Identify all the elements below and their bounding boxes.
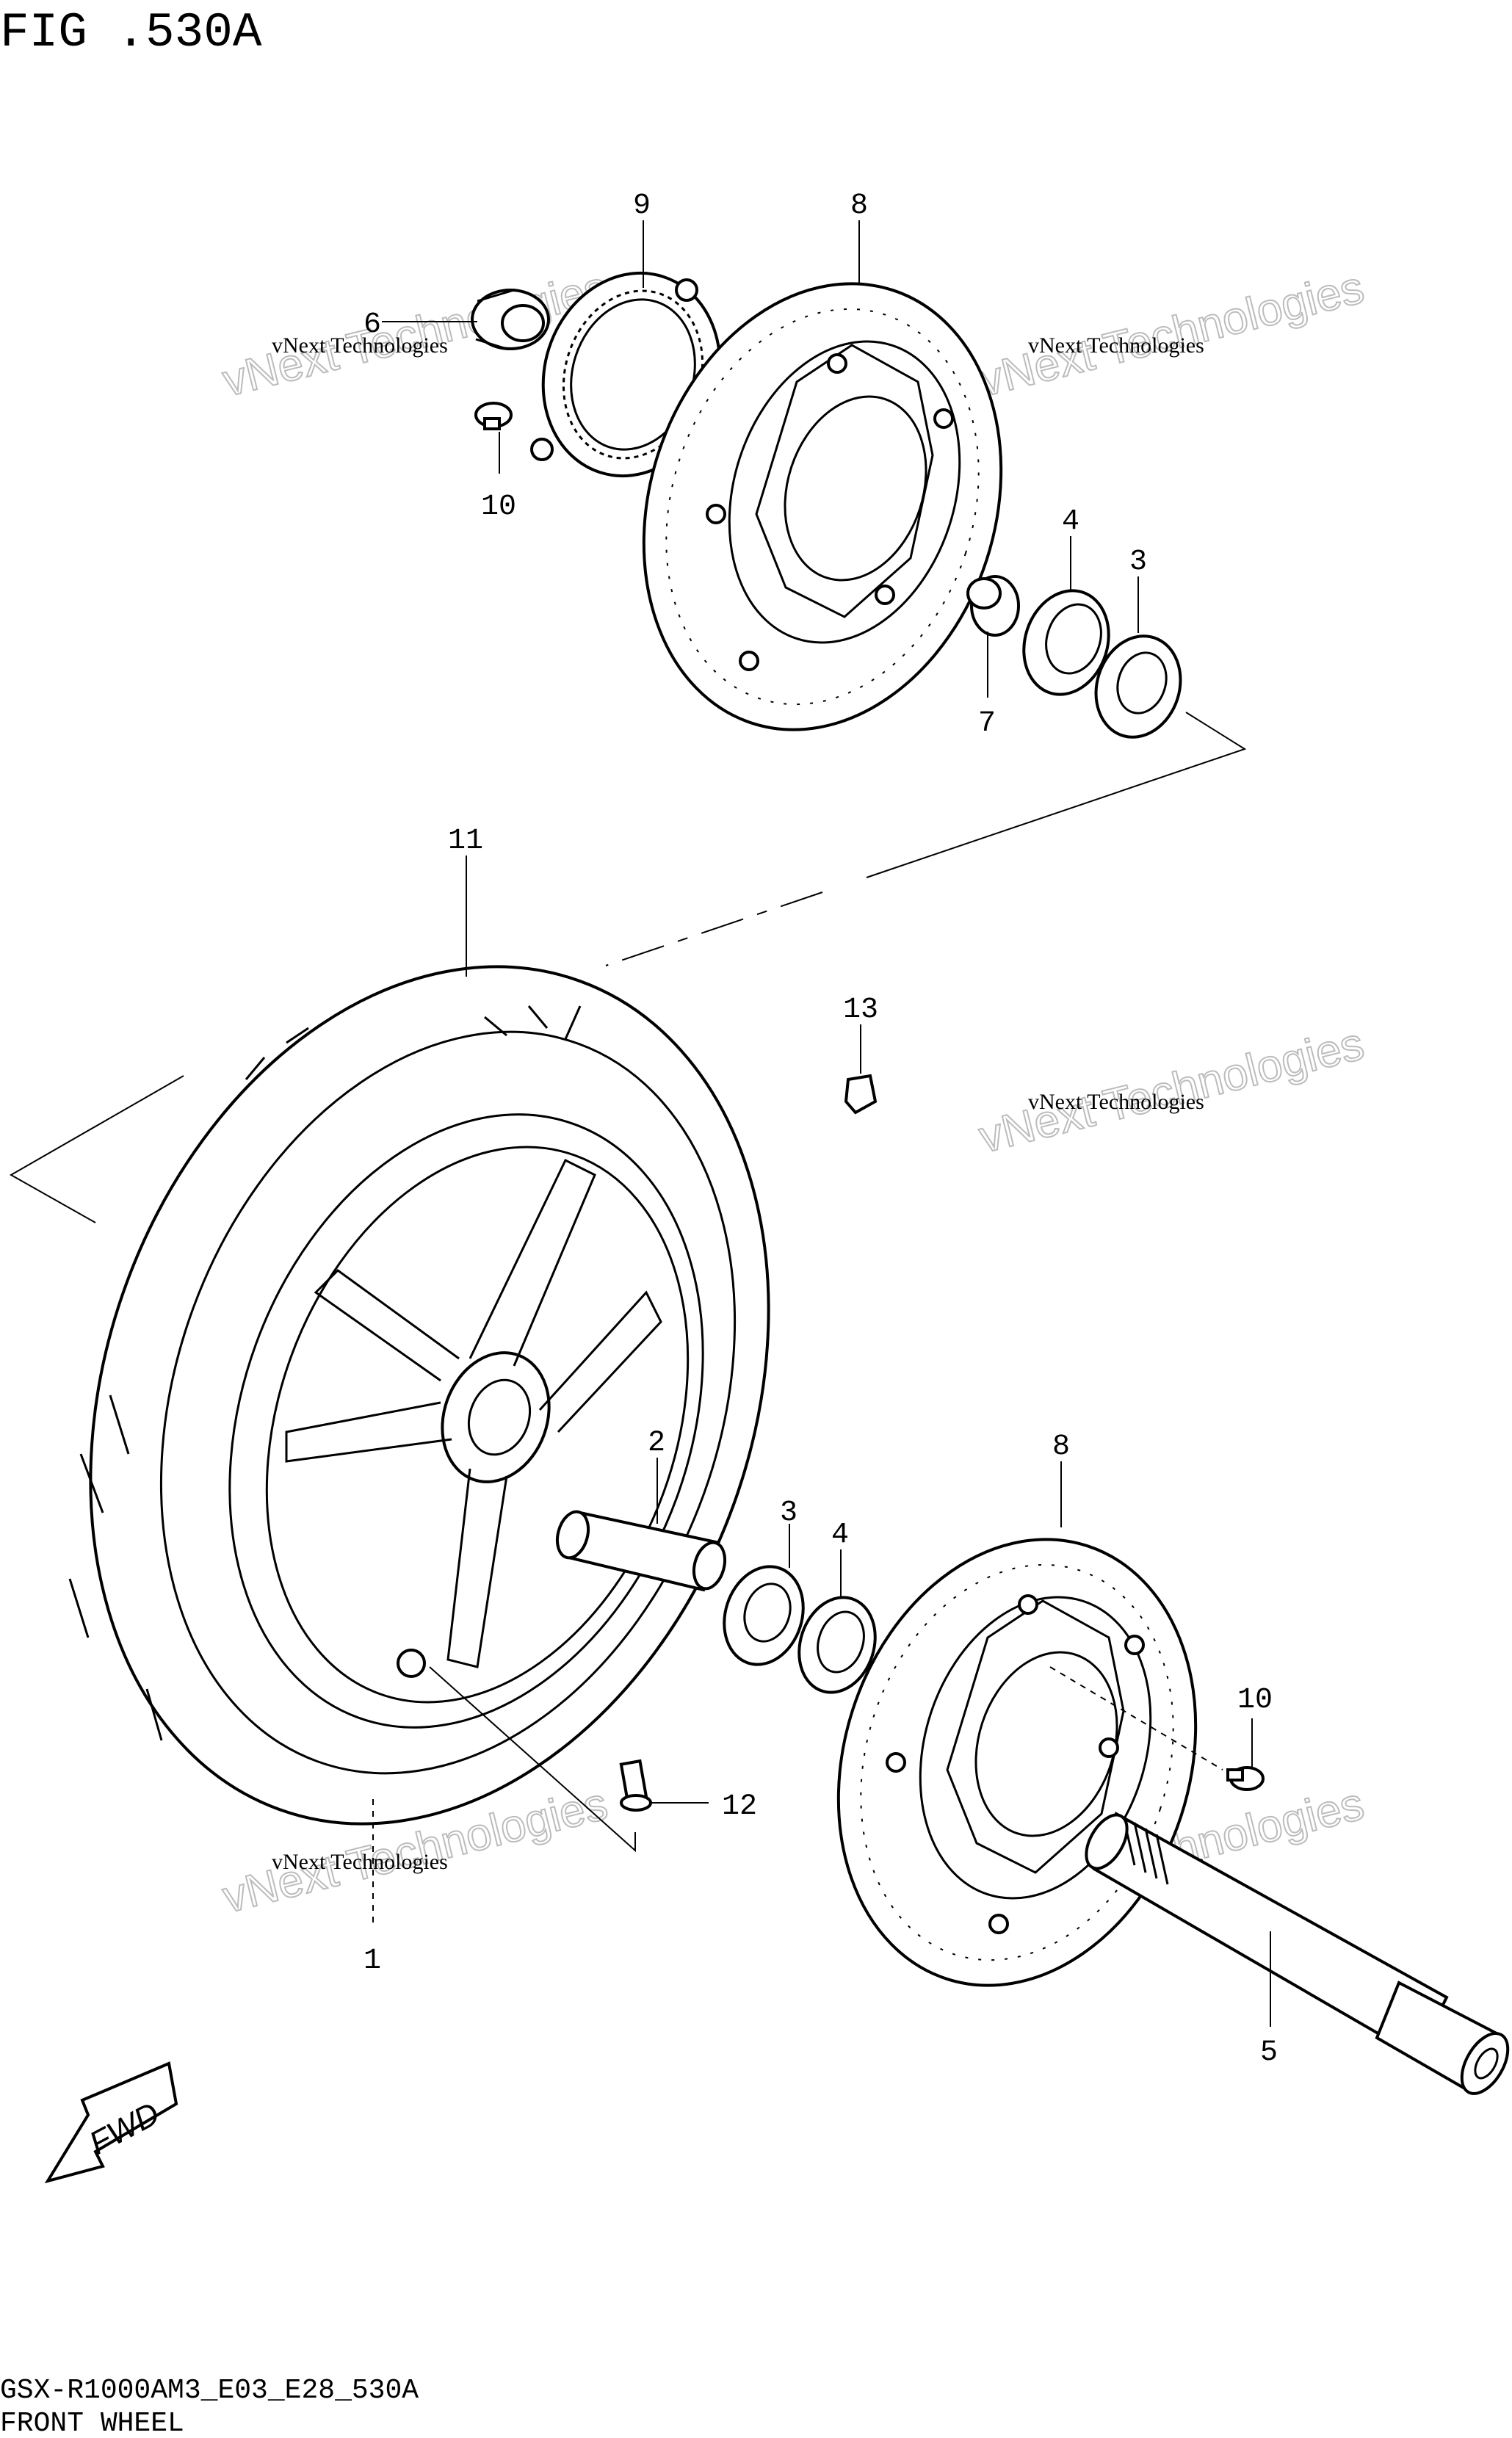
part-1-wheel-rim[interactable] — [148, 1048, 784, 1795]
footer-figure-name: FRONT WHEEL — [0, 2408, 184, 2438]
callout-9[interactable]: 9 — [633, 189, 651, 223]
part-3-bearing-lower[interactable] — [712, 1556, 816, 1674]
callout-5[interactable]: 5 — [1260, 2036, 1278, 2069]
callout-11[interactable]: 11 — [448, 825, 483, 858]
fwd-arrow-icon: FWD — [44, 2061, 178, 2184]
part-11-tire[interactable] — [0, 871, 884, 1920]
callout-4-lower[interactable]: 4 — [831, 1519, 849, 1552]
callout-12[interactable]: 12 — [722, 1790, 757, 1823]
callout-3-lower[interactable]: 3 — [780, 1497, 797, 1530]
callout-3-upper[interactable]: 3 — [1129, 546, 1147, 579]
callout-10-upper[interactable]: 10 — [481, 491, 516, 524]
assembly-line-upper — [866, 712, 1247, 878]
part-7-spacer[interactable] — [966, 575, 1020, 637]
callout-10-lower[interactable]: 10 — [1237, 1684, 1273, 1717]
callout-8-lower[interactable]: 8 — [1052, 1430, 1070, 1464]
figure-title: FIG .530A — [0, 5, 262, 60]
part-8-brake-disc-upper[interactable] — [588, 237, 1057, 777]
callout-1[interactable]: 1 — [363, 1945, 381, 1978]
callout-8-upper[interactable]: 8 — [850, 189, 868, 223]
callout-13[interactable]: 13 — [843, 994, 878, 1027]
watermark-text-small: vNext Technologies — [1028, 333, 1204, 358]
callout-7[interactable]: 7 — [978, 707, 996, 740]
footer-part-code: GSX-R1000AM3_E03_E28_530A — [0, 2375, 419, 2406]
callout-2[interactable]: 2 — [648, 1427, 665, 1460]
leader-12-to-rim — [429, 1666, 636, 1853]
part-10-bolt-lower[interactable] — [1226, 1766, 1265, 1791]
part-3-bearing-upper[interactable] — [1083, 625, 1193, 748]
part-2-spacer-tube[interactable] — [552, 1508, 729, 1592]
callout-4-upper[interactable]: 4 — [1062, 505, 1079, 538]
watermark-text-small: vNext Technologies — [1028, 1090, 1204, 1114]
callout-6[interactable]: 6 — [363, 308, 381, 341]
part-10-bolt-upper[interactable] — [474, 402, 513, 430]
part-12-valve[interactable] — [619, 1759, 652, 1812]
watermark-text-small: vNext Technologies — [272, 1850, 448, 1874]
assembly-line-disc-bolt — [1049, 1666, 1223, 1770]
assembly-line-left — [9, 1075, 184, 1223]
part-6-collar[interactable] — [471, 289, 550, 350]
part-4-oil-seal-upper[interactable] — [1010, 579, 1121, 706]
part-5-front-axle[interactable] — [1078, 1808, 1512, 2101]
part-8-brake-disc-lower[interactable] — [783, 1493, 1252, 2033]
assembly-line-mid — [605, 891, 823, 966]
watermark-text-small: vNext Technologies — [272, 333, 448, 358]
part-13-balancer[interactable] — [844, 1074, 878, 1115]
part-4-oil-seal-lower[interactable] — [787, 1588, 887, 1702]
